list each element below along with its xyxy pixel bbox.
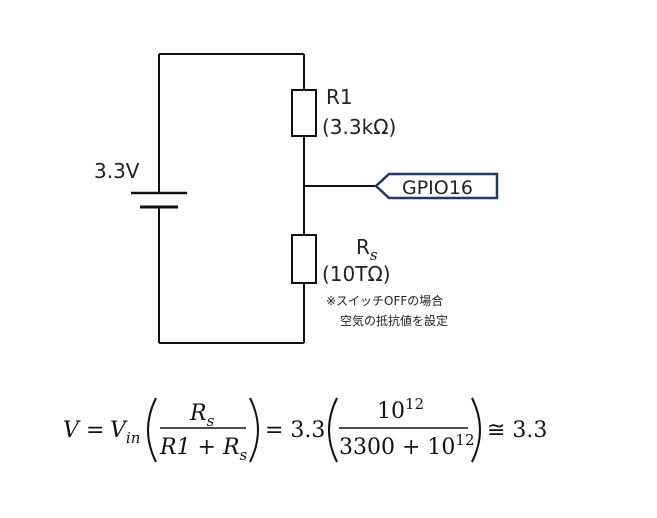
- formula-paren-left-1: [147, 397, 157, 463]
- formula-v: V: [63, 418, 81, 443]
- frac1-denominator: R1 + Rs: [159, 435, 248, 464]
- formula-equals-1: =: [86, 418, 104, 443]
- r1-name: R1: [326, 85, 353, 109]
- resistor-r1: [291, 89, 317, 137]
- r1-value: (3.3kΩ): [322, 115, 396, 139]
- battery-symbol: [131, 191, 187, 209]
- note-line-1: ※スイッチOFFの場合: [326, 293, 443, 308]
- gpio-label: GPIO16: [402, 177, 473, 199]
- note-line-2: 空気の抵抗値を設定: [340, 313, 448, 328]
- formula-approx: ≅ 3.3: [487, 418, 547, 443]
- resistor-rs: [291, 234, 317, 284]
- frac2-denominator: 3300 + 1012: [339, 431, 475, 460]
- rs-value: (10TΩ): [322, 262, 391, 286]
- formula-equals-3-3: = 3.3: [265, 418, 325, 443]
- formula-vin: Vin: [110, 418, 140, 447]
- frac2-numerator: 1012: [377, 395, 424, 424]
- frac1-numerator: Rs: [189, 401, 215, 430]
- formula-paren-right-2: [471, 397, 481, 463]
- circuit-wires: [158, 53, 376, 344]
- formula-paren-right-1: [249, 397, 259, 463]
- gpio-tag-shape: [374, 172, 499, 200]
- voltage-formula: V = Vin Rs R1 + Rs = 3.3 1012 3300 + 101…: [63, 395, 547, 464]
- formula-paren-left-2: [328, 397, 338, 463]
- rs-name: Rs: [356, 235, 378, 264]
- battery-label: 3.3V: [94, 159, 140, 183]
